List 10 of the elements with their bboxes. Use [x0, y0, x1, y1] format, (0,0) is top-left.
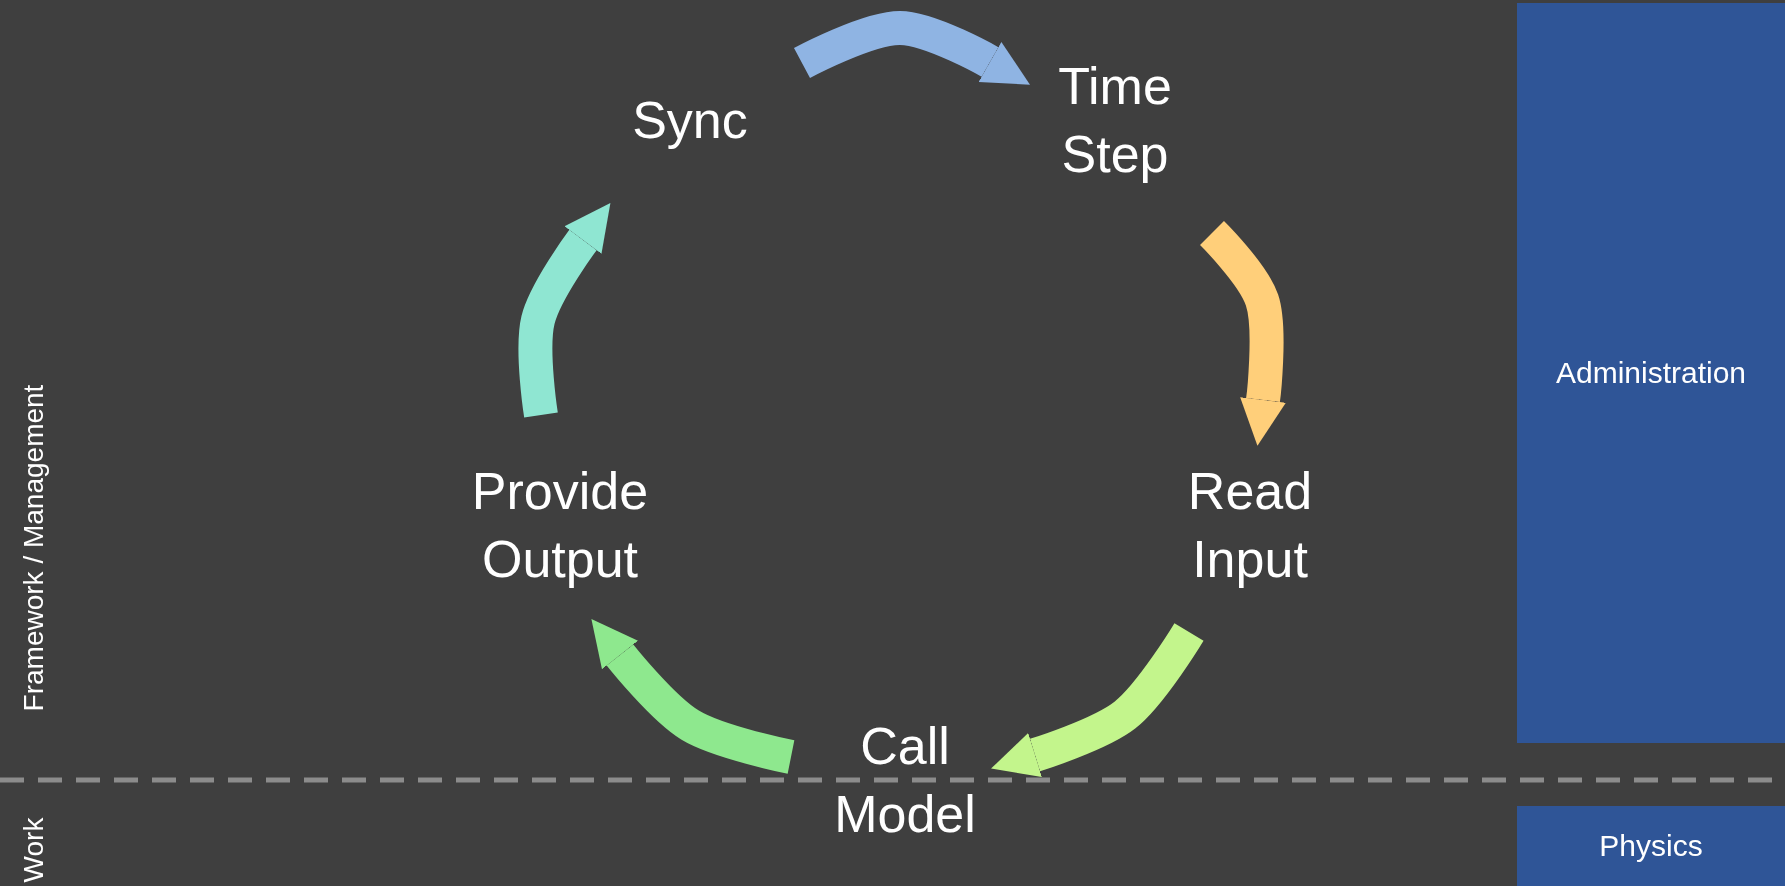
cycle-arrow: [591, 619, 795, 774]
layer-label: Work: [18, 817, 50, 883]
step-label: Time Step: [1030, 50, 1200, 190]
layer-label: Framework / Management: [18, 384, 50, 712]
layer-panel: Administration: [1517, 3, 1785, 743]
step-label: Read Input: [1160, 450, 1340, 600]
step-label: Sync: [610, 85, 770, 155]
step-label: Call Model: [800, 705, 1010, 855]
step-label: Provide Output: [430, 450, 690, 600]
layer-panel: Physics: [1517, 806, 1785, 886]
